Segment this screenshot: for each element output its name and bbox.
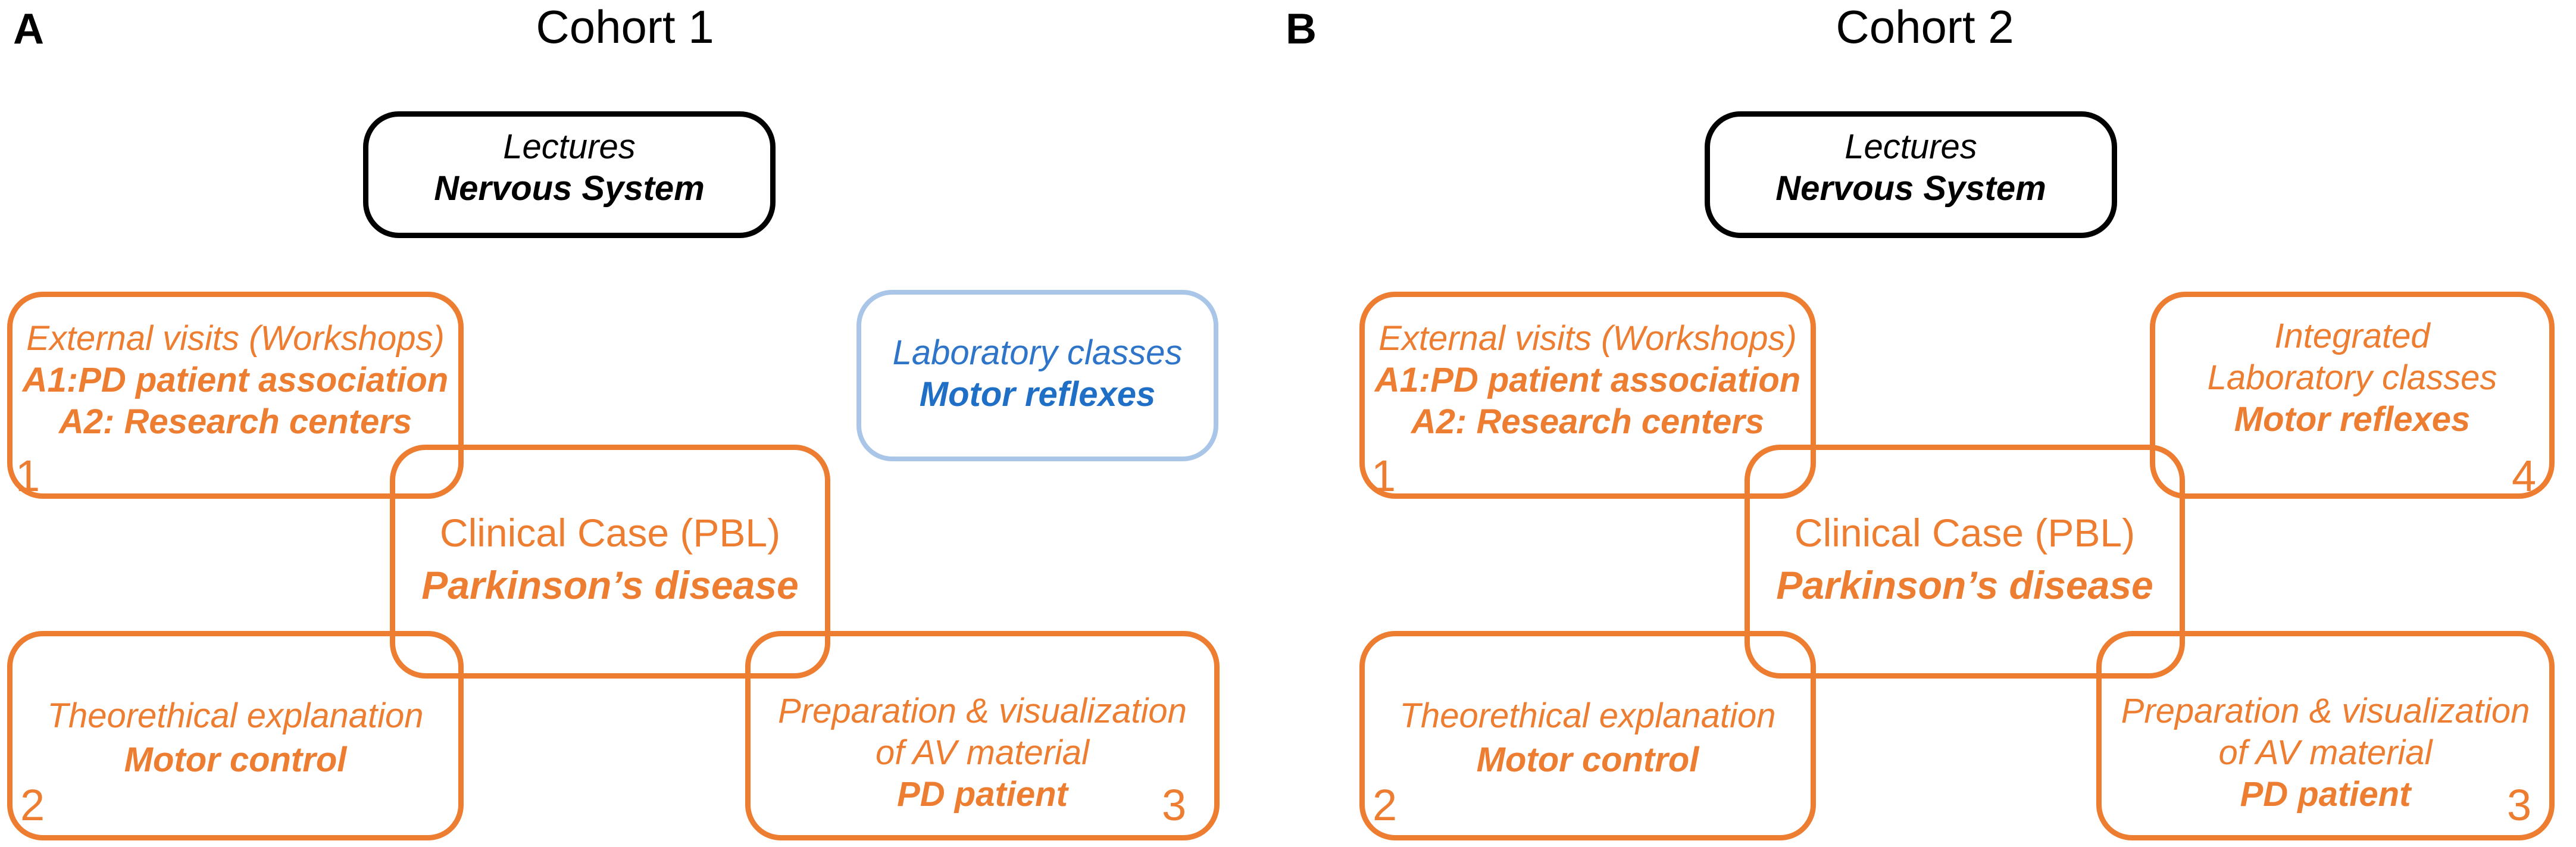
clinical-case-text: Clinical Case (PBL) Parkinson’s disease <box>1745 513 2185 605</box>
clinical-case-label: Clinical Case (PBL) <box>439 511 781 555</box>
clinical-case-box <box>1745 445 2185 679</box>
av-material-topic: PD patient <box>2240 775 2411 814</box>
step-number-1: 1 <box>15 451 40 501</box>
cohort-title: Cohort 1 <box>536 1 714 53</box>
lectures-label: Lectures <box>1845 127 1977 166</box>
panel-cohort-1: A Cohort 1 Lectures Nervous System Exter… <box>7 1 1220 840</box>
av-material-label-2: of AV material <box>2218 733 2433 772</box>
step-number-3: 3 <box>1162 780 1187 830</box>
cohort-title: Cohort 2 <box>1836 1 2014 53</box>
integrated-lab-box <box>2150 292 2555 499</box>
lectures-text: Lectures Nervous System <box>1705 130 2117 206</box>
external-visits-text: External visits (Workshops) A1:PD patien… <box>1359 321 1816 439</box>
theory-text: Theorethical explanation Motor control <box>1359 699 1816 777</box>
clinical-case-text: Clinical Case (PBL) Parkinson’s disease <box>390 513 830 605</box>
av-material-label-2: of AV material <box>876 733 1089 772</box>
lab-classes-topic: Motor reflexes <box>919 375 1156 414</box>
step-number-3: 3 <box>2507 780 2532 830</box>
integrated-lab-label-2: Laboratory classes <box>2207 358 2497 397</box>
external-visits-label: External visits (Workshops) <box>26 319 445 358</box>
integrated-lab-text: Integrated Laboratory classes Motor refl… <box>2150 319 2555 437</box>
lectures-box <box>363 111 776 238</box>
external-visits-box <box>1359 292 1816 499</box>
external-visits-a2: A2: Research centers <box>58 402 412 441</box>
clinical-case-disease: Parkinson’s disease <box>1776 563 2153 607</box>
step-number-2: 2 <box>1373 780 1398 830</box>
av-material-text: Preparation & visualization of AV materi… <box>2096 694 2555 812</box>
external-visits-box <box>7 292 464 499</box>
panel-letter: B <box>1286 5 1317 53</box>
theory-topic: Motor control <box>1476 740 1699 779</box>
panel-letter: A <box>13 5 44 53</box>
external-visits-label: External visits (Workshops) <box>1378 319 1797 358</box>
lab-classes-label: Laboratory classes <box>892 333 1183 372</box>
lectures-subject: Nervous System <box>1775 169 2046 208</box>
theory-text: Theorethical explanation Motor control <box>7 699 464 777</box>
external-visits-a2: A2: Research centers <box>1411 402 1765 441</box>
av-material-label: Preparation & visualization <box>778 692 1187 730</box>
external-visits-text: External visits (Workshops) A1:PD patien… <box>7 321 464 439</box>
step-number-4: 4 <box>2512 451 2537 501</box>
lab-classes-box <box>856 290 1218 461</box>
av-material-box <box>745 631 1220 840</box>
av-material-label: Preparation & visualization <box>2121 692 2530 730</box>
clinical-case-box <box>390 445 830 679</box>
lectures-text: Lectures Nervous System <box>363 130 776 206</box>
panel-cohort-2: B Cohort 2 Lectures Nervous System Exter… <box>1286 0 2576 847</box>
theory-label: Theorethical explanation <box>47 696 424 735</box>
theory-topic: Motor control <box>124 740 347 779</box>
theory-box <box>1359 631 1816 840</box>
external-visits-a1: A1:PD patient association <box>1374 361 1801 399</box>
av-material-box <box>2096 631 2555 840</box>
lectures-box <box>1705 111 2117 238</box>
external-visits-a1: A1:PD patient association <box>22 361 449 399</box>
clinical-case-disease: Parkinson’s disease <box>421 563 799 607</box>
integrated-lab-label: Integrated <box>2274 317 2430 355</box>
lectures-subject: Nervous System <box>434 169 705 208</box>
av-material-topic: PD patient <box>897 775 1068 814</box>
theory-label: Theorethical explanation <box>1399 696 1776 735</box>
step-number-1: 1 <box>1371 451 1396 501</box>
step-number-2: 2 <box>20 780 45 830</box>
theory-box <box>7 631 464 840</box>
clinical-case-label: Clinical Case (PBL) <box>1794 511 2136 555</box>
integrated-lab-topic: Motor reflexes <box>2234 400 2471 439</box>
lab-classes-text: Laboratory classes Motor reflexes <box>856 336 1218 412</box>
lectures-label: Lectures <box>503 127 636 166</box>
av-material-text: Preparation & visualization of AV materi… <box>745 694 1220 812</box>
